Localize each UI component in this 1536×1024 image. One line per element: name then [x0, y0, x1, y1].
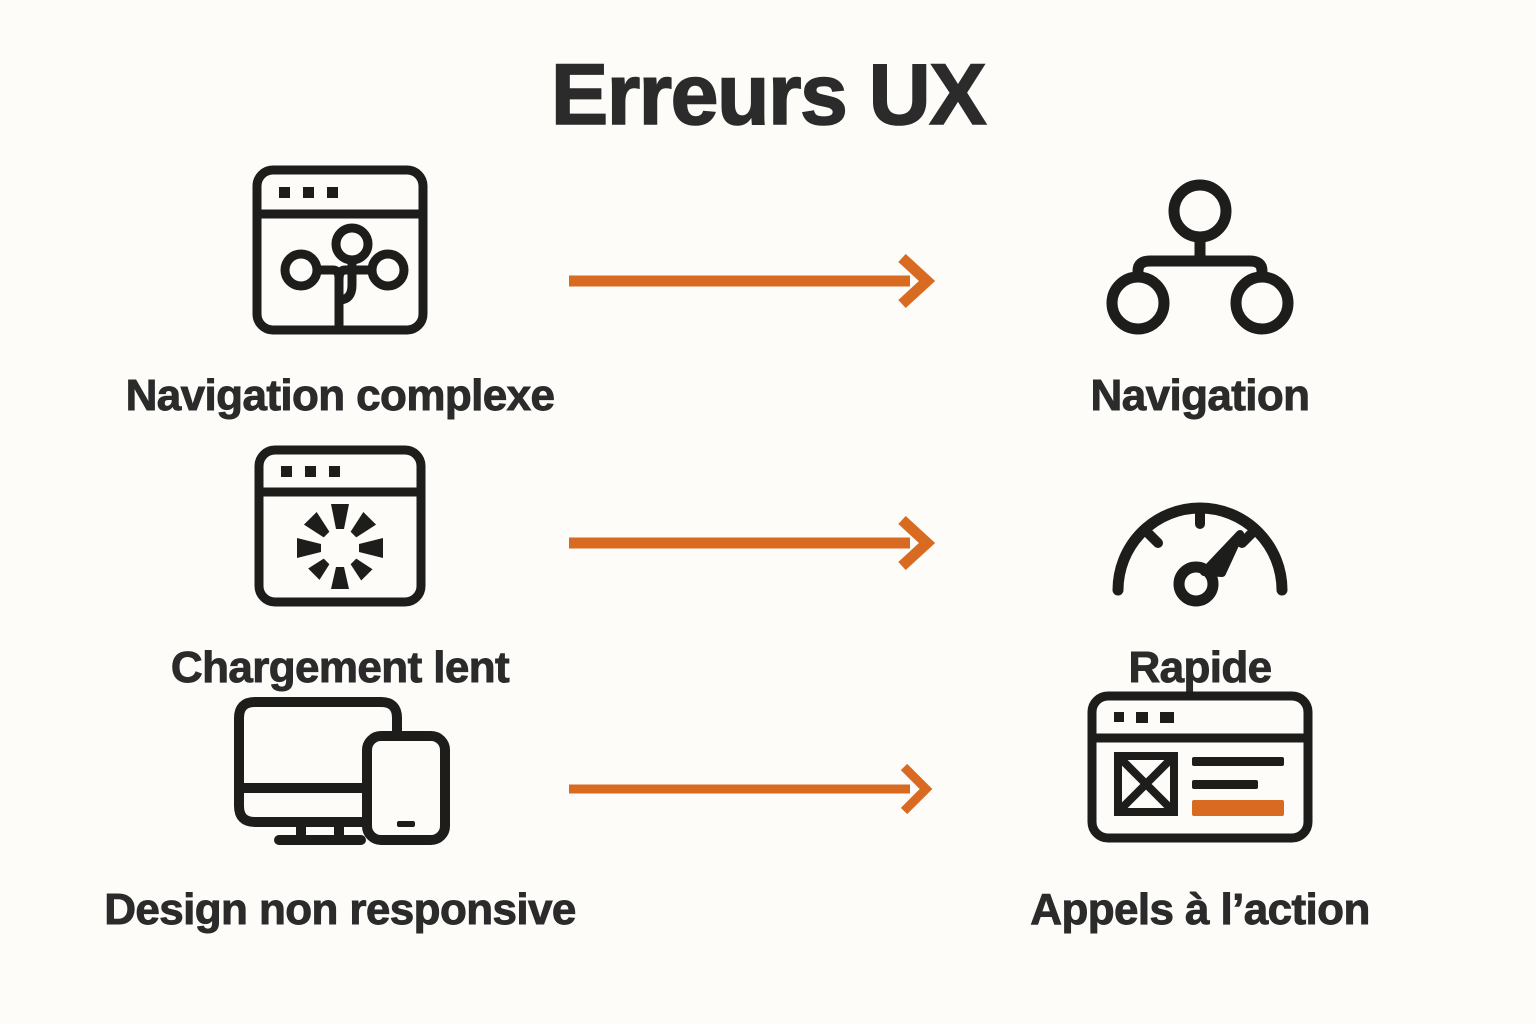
sitemap-tree-icon	[930, 160, 1470, 340]
solution-label: Navigation	[1090, 371, 1310, 420]
browser-loading-spinner-icon	[40, 432, 640, 612]
browser-call-to-action-icon	[930, 688, 1470, 848]
arrow-speed	[540, 432, 960, 774]
arrow-right-icon	[569, 763, 933, 815]
solution-label: Rapide	[1128, 643, 1273, 692]
problem-label: Chargement lent	[170, 643, 510, 692]
solution-cell-speed: Rapide	[930, 432, 1470, 692]
problem-cell-speed: Chargement lent	[40, 432, 640, 692]
desktop-and-phone-icon	[40, 688, 640, 848]
arrow-responsive	[540, 688, 960, 1020]
problem-cell-responsive: Design non responsive	[40, 688, 640, 948]
problem-label: Navigation complexe	[125, 371, 555, 420]
solution-label: Appels à l’action	[1030, 885, 1371, 934]
speedometer-gauge-icon	[930, 432, 1470, 612]
solution-cell-cta: Appels à l’action	[930, 688, 1470, 948]
row-navigation: Navigation complexe Navigation	[0, 160, 1536, 420]
problem-cell-navigation: Navigation complexe	[40, 160, 640, 420]
problem-label: Design non responsive	[104, 885, 577, 934]
row-responsive: Design non responsive	[0, 688, 1536, 948]
arrow-right-icon	[569, 253, 935, 309]
row-speed: Chargement lent Rapide	[0, 432, 1536, 692]
browser-complex-navigation-icon	[40, 160, 640, 340]
solution-cell-navigation: Navigation	[930, 160, 1470, 420]
arrow-navigation	[540, 160, 960, 512]
page-title: Erreurs UX	[550, 47, 987, 143]
arrow-right-icon	[569, 515, 935, 571]
